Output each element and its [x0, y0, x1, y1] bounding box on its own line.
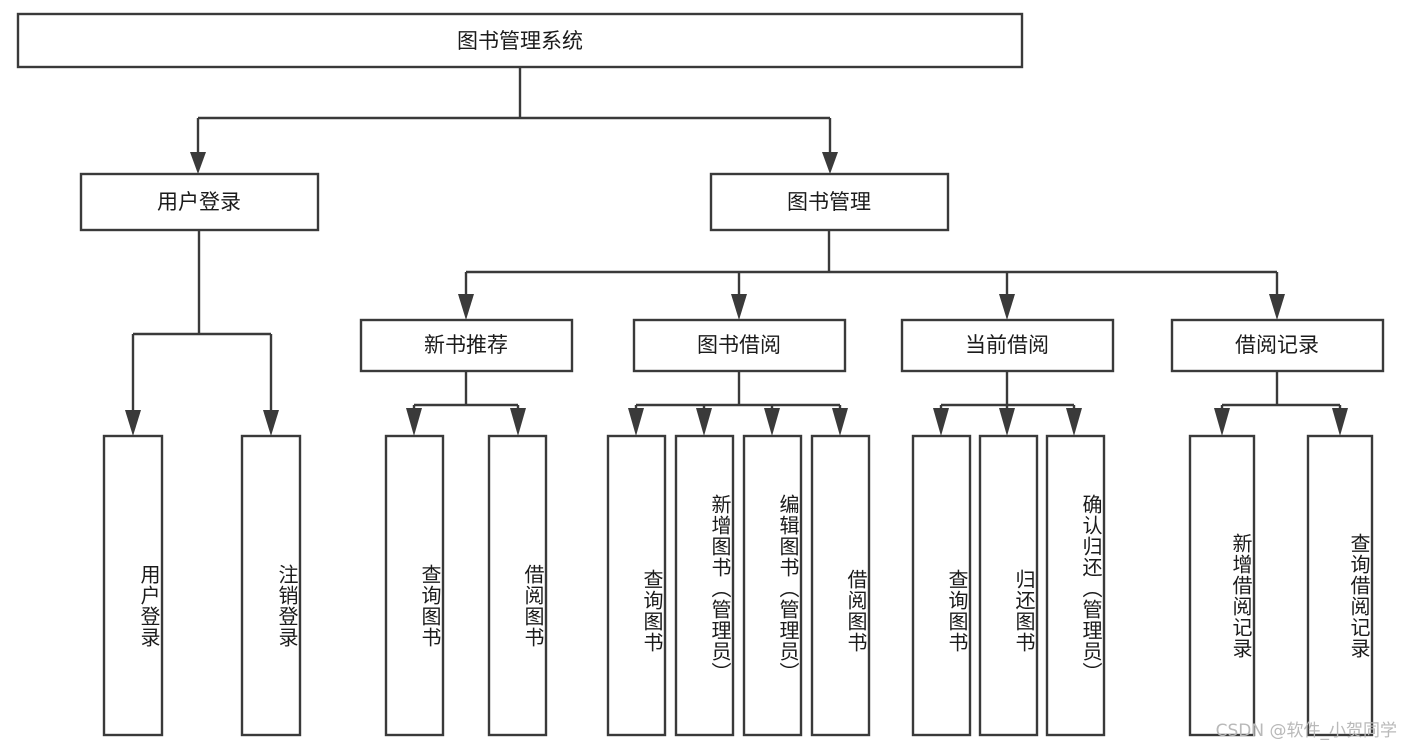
arrow-head-new-books-0	[406, 408, 422, 436]
node-level2-0-box[interactable]	[359, 318, 574, 373]
arrow-head-level1-0	[190, 152, 206, 174]
leaf-borrow-3-box[interactable]	[810, 434, 871, 737]
leaf-borrow-2-box[interactable]	[742, 434, 803, 737]
arrow-head-user-login-1	[263, 410, 279, 436]
arrow-head-current-1	[999, 408, 1015, 436]
node-level1-0-label: 用户登录	[157, 190, 241, 214]
arrow-head-level2-2	[999, 294, 1015, 320]
node-level1-1-box[interactable]	[709, 172, 950, 232]
node-level2-3-box[interactable]	[1170, 318, 1385, 373]
leaf-new-books-1-box[interactable]	[487, 434, 548, 737]
leaf-user-login-1-box[interactable]	[240, 434, 302, 737]
node-level1-1-label: 图书管理	[787, 190, 871, 214]
arrow-head-current-2	[1066, 408, 1082, 436]
node-root-label: 图书管理系统	[457, 29, 583, 53]
node-level2-1-label: 图书借阅	[697, 333, 781, 357]
node-level2-2-box[interactable]	[900, 318, 1115, 373]
node-level2-0-label: 新书推荐	[424, 333, 508, 357]
arrow-head-level1-1	[822, 152, 838, 174]
node-level2-1-box[interactable]	[632, 318, 847, 373]
leaf-borrow-1-box[interactable]	[674, 434, 735, 737]
leaf-current-1-box[interactable]	[978, 434, 1039, 737]
arrow-head-records-0	[1214, 408, 1230, 436]
arrow-head-level2-1	[731, 294, 747, 320]
leaf-current-2-box[interactable]	[1045, 434, 1106, 737]
leaf-records-0-box[interactable]	[1188, 434, 1256, 737]
leaf-borrow-0-box[interactable]	[606, 434, 667, 737]
arrow-head-borrow-0	[628, 408, 644, 436]
arrow-head-level2-3	[1269, 294, 1285, 320]
arrow-head-borrow-2	[764, 408, 780, 436]
arrow-head-current-0	[933, 408, 949, 436]
arrow-head-borrow-1	[696, 408, 712, 436]
node-root-box[interactable]	[16, 12, 1024, 69]
leaf-records-1-box[interactable]	[1306, 434, 1374, 737]
arrow-head-level2-0	[458, 294, 474, 320]
arrow-head-user-login-0	[125, 410, 141, 436]
leaf-current-0-box[interactable]	[911, 434, 972, 737]
leaf-user-login-0-box[interactable]	[102, 434, 164, 737]
node-level2-3-label: 借阅记录	[1235, 333, 1319, 357]
leaf-new-books-0-box[interactable]	[384, 434, 445, 737]
arrow-head-records-1	[1332, 408, 1348, 436]
arrow-head-new-books-1	[510, 408, 526, 436]
arrow-head-borrow-3	[832, 408, 848, 436]
node-level2-2-label: 当前借阅	[965, 333, 1049, 357]
csdn-watermark: CSDN @软件_小贺同学	[1215, 721, 1397, 741]
